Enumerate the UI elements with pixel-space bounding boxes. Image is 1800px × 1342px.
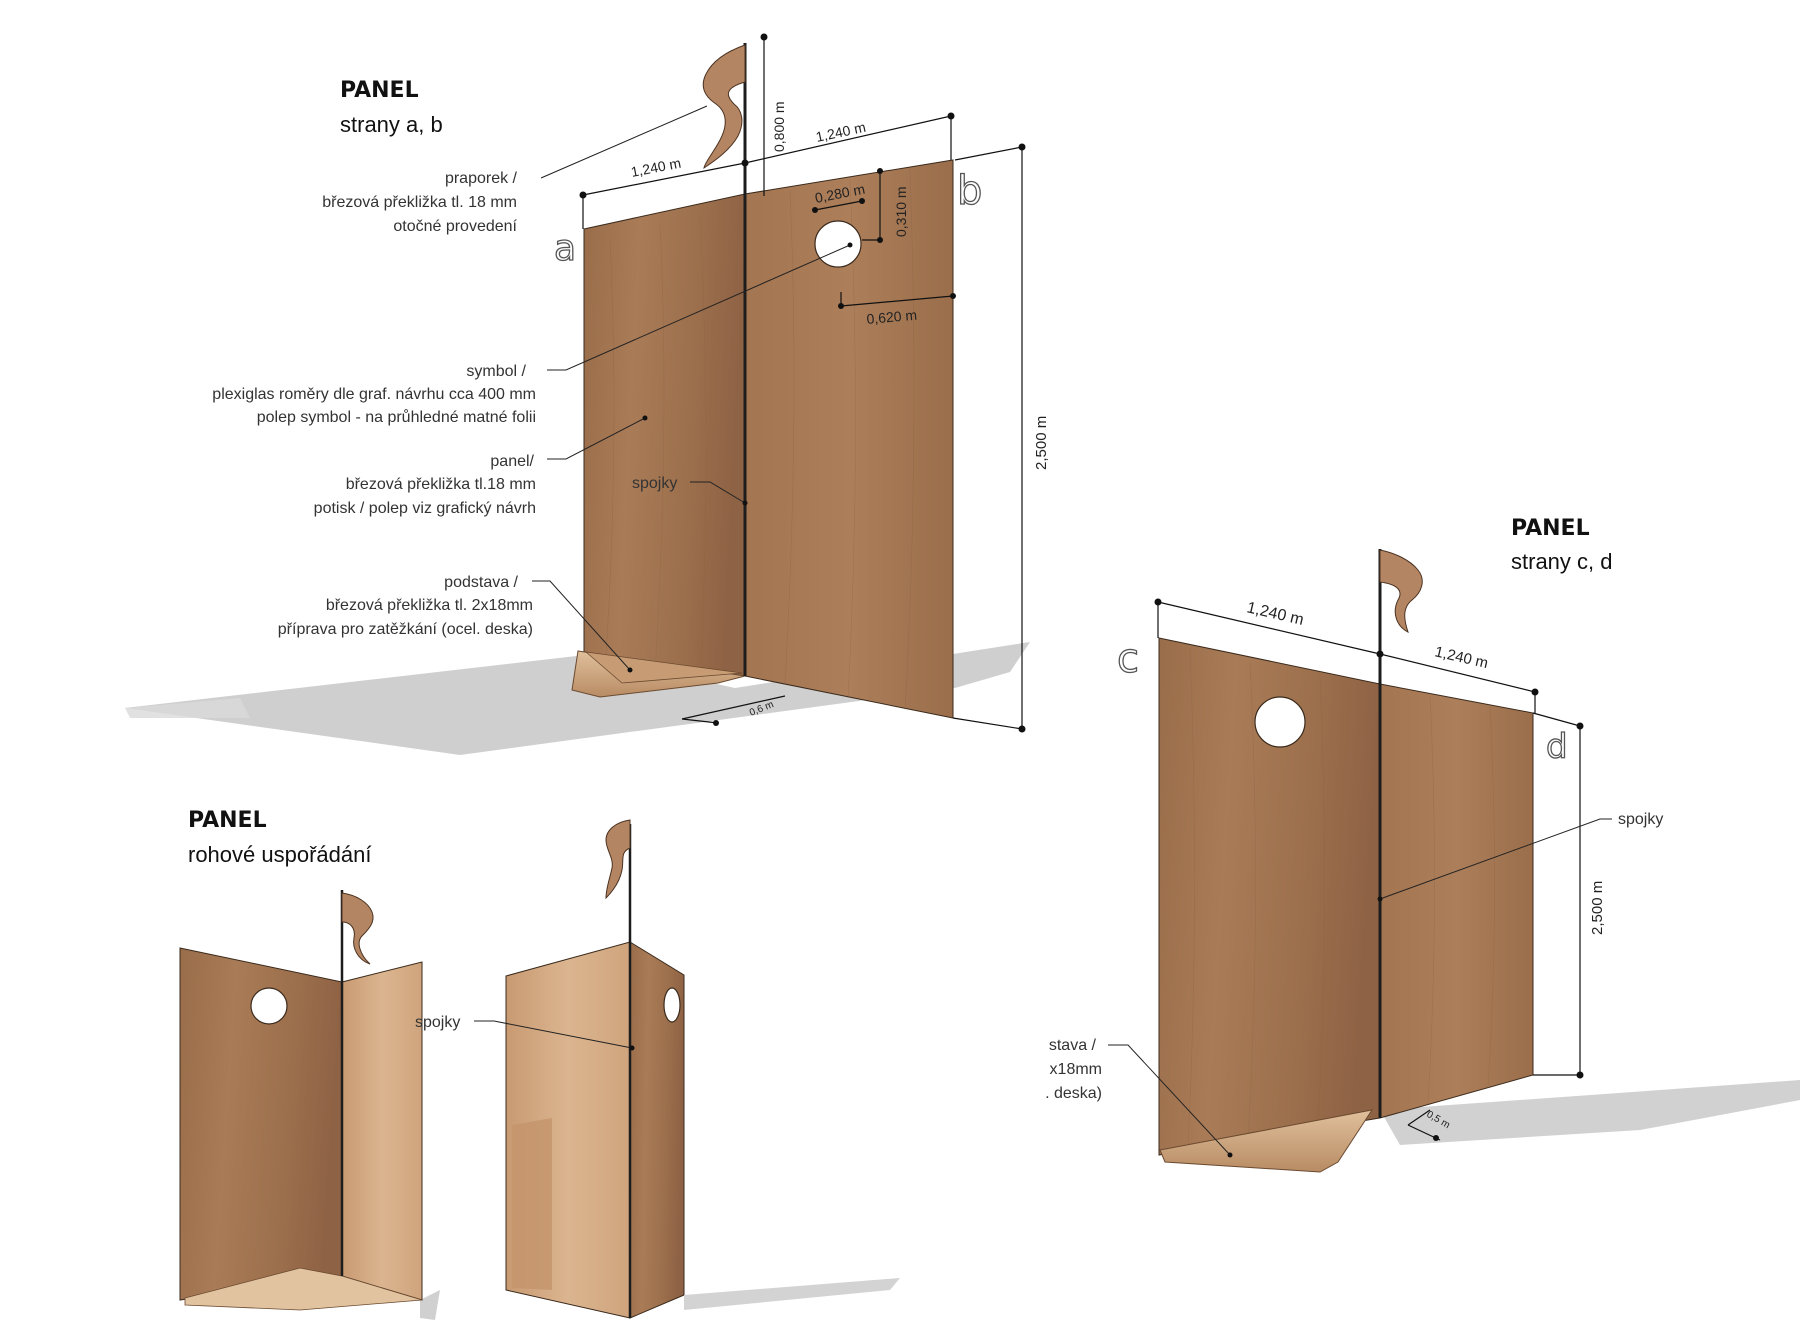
panel-corner-title: PANEL xyxy=(188,808,267,833)
corner-shadow xyxy=(684,1278,900,1310)
panel-ab-leaders xyxy=(532,105,853,673)
corner1-right-face xyxy=(341,961,423,1301)
note-symbol-line1: symbol / xyxy=(466,363,526,380)
note-cd-base-line1: stava / xyxy=(1049,1037,1097,1054)
note-base-line2: březová překližka tl. 2x18mm xyxy=(326,597,533,614)
corner1-floor xyxy=(184,1267,423,1311)
dim-ab-hole-height: 0,310 m xyxy=(893,186,909,237)
corner2-inner-shade xyxy=(512,1118,552,1290)
note-ab-joints: spojky xyxy=(632,475,677,492)
note-flag-line3: otočné provedení xyxy=(393,218,517,235)
wood-grain-cd xyxy=(1187,649,1495,1151)
panel-ab-shadow-edge xyxy=(125,698,250,718)
note-cd-joints: spojky xyxy=(1618,811,1663,828)
corner1-shadow xyxy=(420,1290,440,1320)
panel-ab-shadow xyxy=(125,642,1030,755)
panel-ab-group: a b xyxy=(125,33,1050,755)
corner2-hole xyxy=(663,987,681,1023)
panel-side-b-label: b xyxy=(957,168,982,214)
corner2-flag xyxy=(605,819,631,900)
note-panel-line3: potisk / polep viz grafický návrh xyxy=(314,500,536,517)
panel-a-face xyxy=(583,193,746,678)
panel-side-a-label: a xyxy=(554,228,576,269)
note-panel-line1: panel/ xyxy=(490,453,534,470)
dim-ab-width-left: 1,240 m xyxy=(630,155,683,180)
dim-ab-hole-offset: 0,620 m xyxy=(866,307,918,327)
note-symbol-line2: plexiglas roměry dle graf. návrhu cca 40… xyxy=(212,386,536,403)
panel-ab-title: PANEL xyxy=(340,78,419,103)
note-symbol-line3: polep symbol - na průhledné matné folii xyxy=(257,408,536,426)
panel-side-c-label: c xyxy=(1117,636,1139,682)
panel-cd-shadow xyxy=(1380,1080,1800,1145)
panel-d-face xyxy=(1379,683,1534,1119)
panel-cd-group: c d 1,240 m 1,240 m 2,500 m 0,5 m xyxy=(1045,516,1800,1173)
panel-ab-symbol-hole xyxy=(814,220,862,268)
panel-cd-flag xyxy=(1379,549,1423,633)
panel-ab-flag xyxy=(702,44,746,170)
note-cd-base-line2: x18mm xyxy=(1050,1061,1102,1078)
note-cd-base-line3: . deska) xyxy=(1045,1085,1102,1102)
panel-corner-subtitle: rohové uspořádání xyxy=(188,842,371,867)
corner1-hole xyxy=(250,987,288,1025)
corner1-flag xyxy=(341,892,374,965)
note-flag-line1: praporek / xyxy=(445,170,518,187)
panel-corner-leaders xyxy=(474,1020,635,1051)
panel-ab-dimensions xyxy=(579,33,1026,733)
panel-cd-subtitle: strany c, d xyxy=(1511,549,1612,574)
dim-ab-height: 2,500 m xyxy=(1033,416,1050,470)
panel-cd-base xyxy=(1159,1109,1374,1173)
panel-side-d-label: d xyxy=(1546,727,1568,767)
panel-corner-group: spojky PANEL rohové uspořádání xyxy=(179,808,900,1320)
dim-cd-height: 2,500 m xyxy=(1589,881,1606,935)
panel-cd-title: PANEL xyxy=(1511,516,1590,541)
panel-ab-subtitle: strany a, b xyxy=(340,112,443,137)
dim-cd-width-right: 1,240 m xyxy=(1433,643,1490,672)
panel-cd-dimensions xyxy=(1154,598,1584,1141)
dim-ab-flag-height: 0,800 m xyxy=(771,101,787,152)
note-base-line1: podstava / xyxy=(444,574,518,591)
panel-ab-base-top xyxy=(584,651,743,684)
note-flag-line2: březová překližka tl. 18 mm xyxy=(322,194,517,211)
panel-cd-symbol-hole xyxy=(1254,696,1306,748)
note-corner-joints: spojky xyxy=(415,1014,460,1031)
note-base-line3: příprava pro zatěžkání (ocel. deska) xyxy=(278,621,533,638)
note-panel-line2: březová překližka tl.18 mm xyxy=(346,476,536,493)
panel-cd-leaders xyxy=(1108,818,1612,1158)
